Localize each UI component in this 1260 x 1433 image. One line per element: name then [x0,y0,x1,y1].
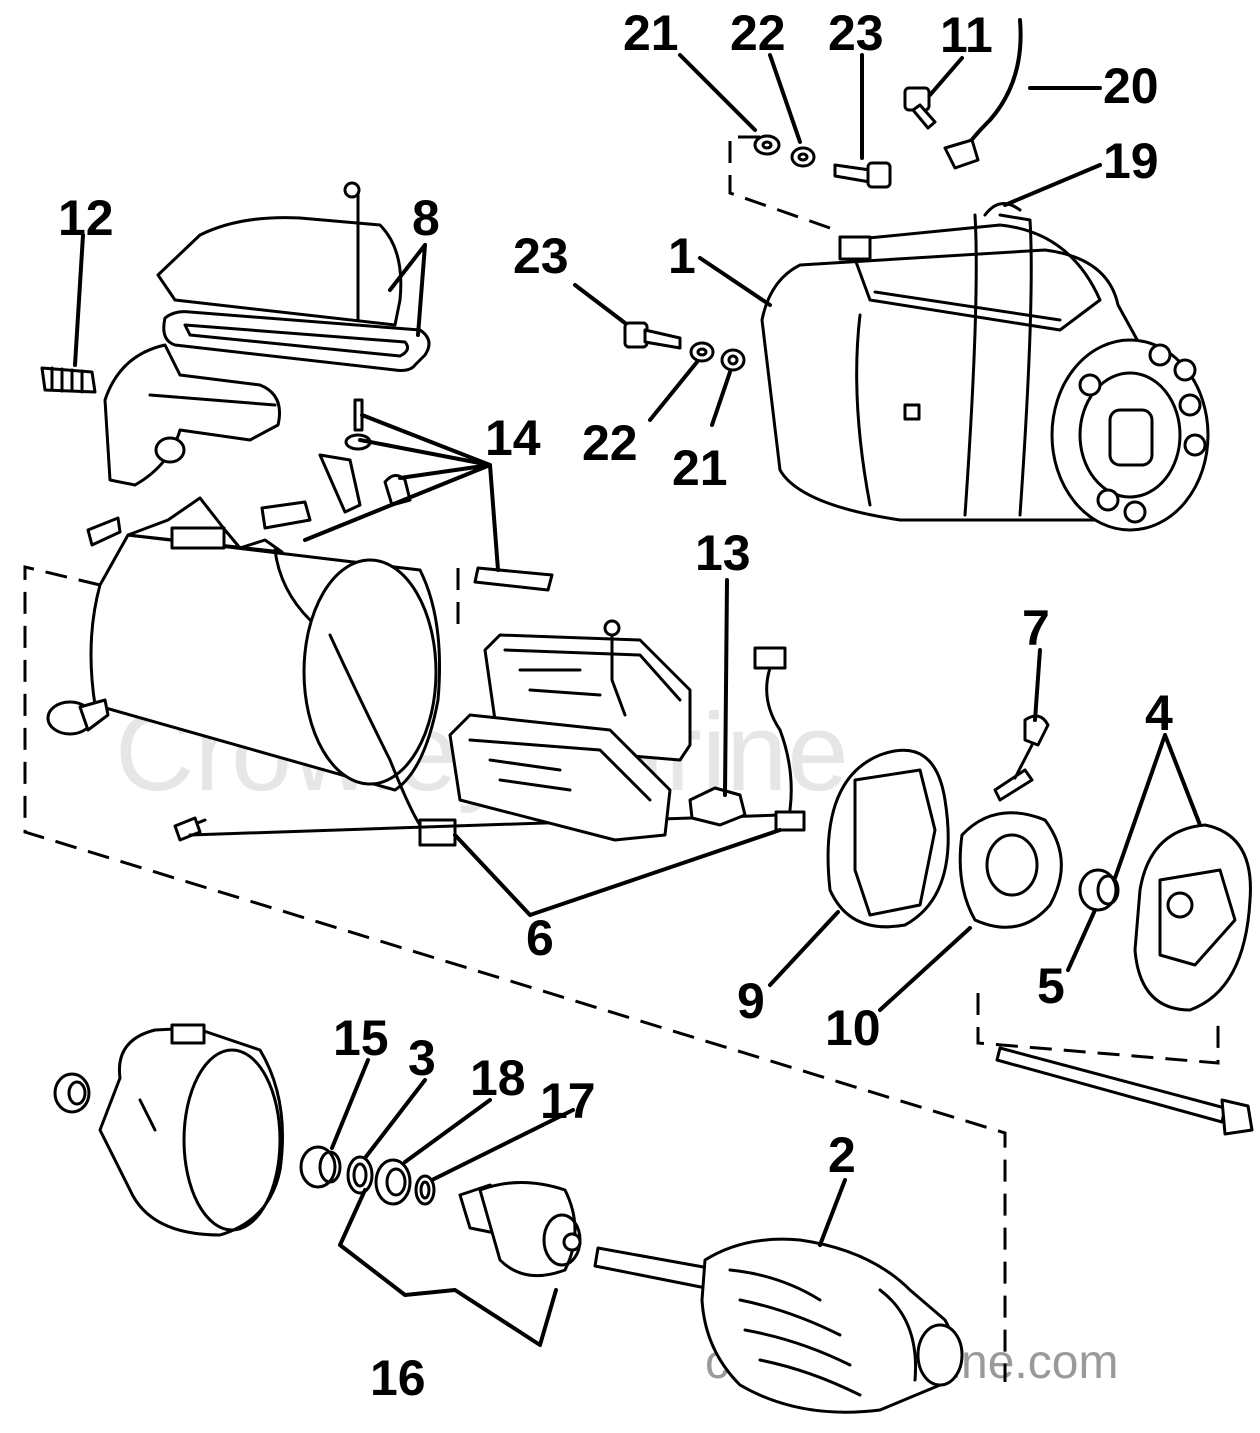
snap-ring-17 [414,1174,436,1206]
bolt-23-top [833,161,892,189]
armature-2 [593,1237,964,1414]
callout-17: 17 [540,1073,596,1129]
callout-13: 13 [695,525,751,581]
spring-12 [40,366,97,394]
callout-21-top: 21 [623,5,679,61]
screw-11 [903,86,937,130]
callout-7: 7 [1022,600,1050,656]
commutator-end-frame-4 [1133,823,1252,1012]
bushing-5 [1078,868,1120,912]
brush-spring-7 [993,714,1050,802]
callout-18: 18 [470,1050,526,1106]
thrust-washer-3 [346,1155,374,1195]
drive-housing [53,1023,284,1237]
leader-lines [73,53,1202,1347]
callout-3: 3 [408,1030,436,1086]
starter-assembly [760,213,1210,532]
callout-15: 15 [333,1010,389,1066]
solenoid-dash-bracket [728,135,831,230]
frame-assembly-dash-box [23,565,1007,1382]
callout-14: 14 [485,410,541,466]
callout-8: 8 [412,190,440,246]
callout-2: 2 [828,1127,856,1183]
callout-22-side: 22 [582,415,638,471]
callout-11: 11 [940,7,993,63]
retainer-18 [374,1158,412,1206]
cable-20 [943,18,1023,170]
lock-washer-21-top [753,134,781,156]
brush-plate-9 [826,748,950,929]
end-frame-dash-bracket [976,993,1220,1065]
cover-and-gasket-8 [156,181,431,372]
lock-washer-22-top [790,146,816,168]
brush-13 [688,786,747,827]
callout-22-top: 22 [730,5,786,61]
callout-20: 20 [1103,58,1159,114]
callout-labels: 21 22 23 11 20 19 12 8 1 23 22 21 14 13 … [58,5,1173,1406]
callout-1: 1 [668,228,696,284]
strap-19 [983,202,1022,217]
lock-washer-22-side [689,341,715,363]
callout-12: 12 [58,190,114,246]
shift-lever-housing [103,343,281,487]
callout-23-top: 23 [828,5,884,61]
callout-10: 10 [825,1000,881,1056]
callout-16: 16 [370,1350,426,1406]
field-frame [46,496,782,847]
callout-19: 19 [1103,133,1159,189]
field-coils [448,619,692,842]
callout-9: 9 [737,973,765,1029]
callout-6: 6 [526,910,554,966]
bolt-23-side [623,321,682,350]
bushing-15 [299,1145,342,1189]
brush-lead [753,646,806,832]
brush-spring-14 [260,398,554,592]
thru-bolt [995,1046,1254,1136]
callout-5: 5 [1037,958,1065,1014]
callout-23-side: 23 [513,228,569,284]
drive-assembly-16 [458,1181,582,1278]
callout-4: 4 [1145,685,1173,741]
lock-washer-21-side [720,348,746,372]
callout-21-side: 21 [672,440,728,496]
insulator-washer-10 [958,811,1063,929]
